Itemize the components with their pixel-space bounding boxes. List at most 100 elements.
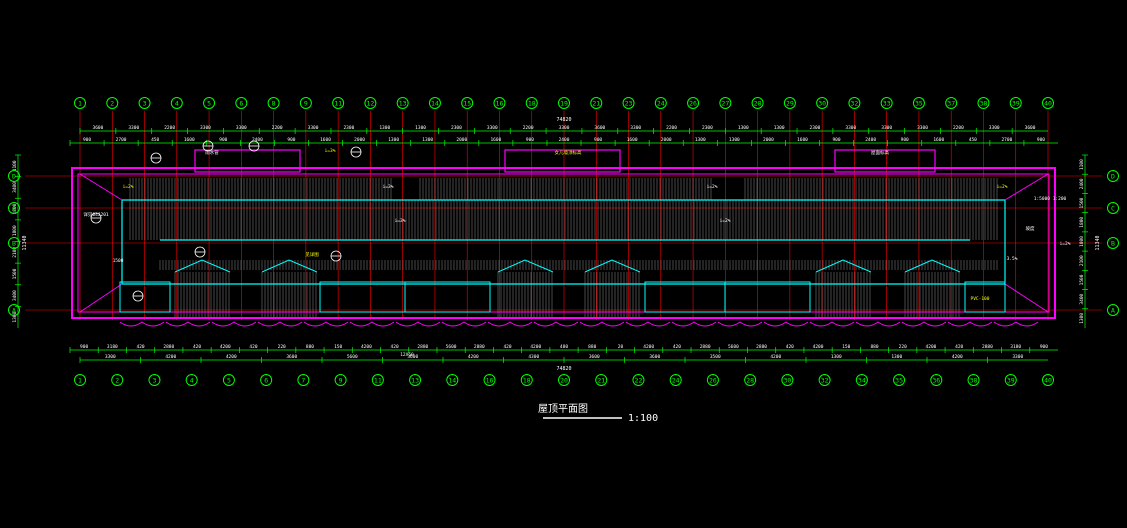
right-dim-label: 1800 <box>1079 217 1085 228</box>
balcony-box <box>964 281 1006 313</box>
top-dim-row1-label: 1300 <box>738 125 749 131</box>
top-axis-bubble-32-label: 32 <box>850 100 858 108</box>
bottom-dim-row2-label: 3600 <box>649 354 660 360</box>
top-dim-row1-label: 3600 <box>93 125 104 131</box>
top-axis-bubble-29-circle <box>783 97 796 109</box>
top-axis-bubble-11-label: 11 <box>334 100 342 108</box>
overall-dimension-bottom: 74820 <box>556 366 571 372</box>
top-dim-row2-label: 900 <box>219 137 227 143</box>
hip-line <box>1004 173 1049 201</box>
stair-tower-ridge <box>174 259 231 273</box>
annotation-13: 屋面标高 <box>871 149 889 156</box>
bottom-dim-row1-label: 420 <box>391 344 399 350</box>
bottom-dim-row2-label: 3500 <box>710 354 721 360</box>
bottom-dim-row1-label: 420 <box>786 344 794 350</box>
stair-tower-ridge <box>904 259 961 273</box>
bottom-axis-bubble-39-circle <box>1004 374 1017 386</box>
top-axis-bubble-12-circle <box>364 97 377 109</box>
top-axis-bubble-28-circle <box>751 97 764 109</box>
top-dim-row1-label: 1300 <box>415 125 426 131</box>
bottom-axis-bubble-30-circle <box>781 374 794 386</box>
bottom-dim-row1-label: 150 <box>334 344 342 350</box>
north-bay <box>194 149 301 173</box>
right-axis-bubble-B-circle <box>1107 237 1119 249</box>
balcony-edge <box>855 321 901 327</box>
right-axis-bubble-A-label: A <box>1111 307 1115 315</box>
bottom-axis-bubble-22-circle <box>632 374 645 386</box>
hip-line <box>79 173 123 201</box>
bottom-dim-row1-label: 5600 <box>728 344 739 350</box>
bottom-dim-row1-label: 220 <box>278 344 286 350</box>
top-axis-bubble-21-circle <box>590 97 603 109</box>
left-dim-label: 3400 <box>12 182 18 193</box>
left-dim-label: 2100 <box>12 247 18 258</box>
bottom-axis-bubble-40-label: 40 <box>1044 377 1052 385</box>
stair-tower-ridge <box>497 259 554 273</box>
bottom-axis-bubble-4-label: 4 <box>190 377 194 385</box>
top-axis-bubble-9-label: 9 <box>304 100 308 108</box>
bottom-dim-row1-label: 900 <box>1040 344 1048 350</box>
top-dim-row1-label: 2200 <box>953 125 964 131</box>
bottom-dim-row2-label: 4200 <box>952 354 963 360</box>
balcony-box <box>724 281 811 313</box>
bottom-dim-row2-label: 4200 <box>165 354 176 360</box>
top-dim-row1-label: 3600 <box>594 125 605 131</box>
bottom-axis-bubble-26-label: 26 <box>709 377 717 385</box>
bottom-axis-bubble-11-circle <box>371 374 384 386</box>
top-axis-bubble-26-circle <box>687 97 700 109</box>
bottom-dim-row1-label: 420 <box>503 344 511 350</box>
top-dim-row2-label: 2400 <box>252 137 263 143</box>
bottom-dim-row2-label: 3600 <box>589 354 600 360</box>
bottom-dim-row1-label: 4200 <box>926 344 937 350</box>
left-axis-bubble-C-label: C <box>12 205 16 213</box>
stair-tower-ridge <box>584 259 641 273</box>
annotation-3: i=2% <box>997 184 1008 190</box>
top-axis-bubble-23-circle <box>622 97 635 109</box>
top-axis-bubble-4-label: 4 <box>175 100 179 108</box>
top-dim-row2-label: 900 <box>594 137 602 143</box>
right-dim-label: 1800 <box>1079 236 1085 247</box>
bottom-dim-row1-label: 4200 <box>361 344 372 350</box>
balcony-edge <box>947 321 993 327</box>
stair-tower-ridge <box>261 259 318 273</box>
top-axis-bubble-29-label: 29 <box>786 100 794 108</box>
right-overall-dimension: 11340 <box>1095 235 1101 250</box>
annotation-16: 详见04J201 <box>83 211 109 218</box>
balcony-edge <box>993 321 1039 327</box>
top-dim-row2-label: 900 <box>83 137 91 143</box>
bottom-dim-row2-label: 1300 <box>831 354 842 360</box>
bottom-axis-bubble-21-label: 21 <box>597 377 605 385</box>
left-overall-dimension: 11340 <box>22 235 28 250</box>
hip-line <box>1004 283 1049 313</box>
bottom-axis-bubble-6-circle <box>260 374 273 386</box>
bottom-dim-row2-label: 5600 <box>347 354 358 360</box>
top-dim-row1-label: 3300 <box>200 125 211 131</box>
top-axis-bubble-16-label: 16 <box>496 100 504 108</box>
top-dim-row1-label: 3300 <box>487 125 498 131</box>
top-dim-row2-label: 1600 <box>184 137 195 143</box>
left-dim-label: 3400 <box>12 290 18 301</box>
left-dim-label: 1500 <box>12 268 18 279</box>
balcony-edge <box>395 321 441 327</box>
top-axis-bubble-13-circle <box>396 97 409 109</box>
top-dim-row1-label: 3300 <box>128 125 139 131</box>
roof-outline <box>71 149 1056 327</box>
bottom-axis-bubble-9-circle <box>334 374 347 386</box>
bottom-axis-bubble-30-label: 30 <box>783 377 791 385</box>
balcony-edge <box>257 321 303 327</box>
bottom-dim-row1-label: 4200 <box>530 344 541 350</box>
top-axis-bubble-18-label: 18 <box>528 100 536 108</box>
bottom-dim-row1-label: 420 <box>955 344 963 350</box>
bottom-axis-bubble-16-label: 16 <box>486 377 494 385</box>
top-axis-bubble-6-circle <box>235 97 248 109</box>
top-dim-row2-label: 1600 <box>933 137 944 143</box>
bottom-dim-row2-label: 4200 <box>468 354 479 360</box>
top-axis-bubble-8-label: 8 <box>272 100 276 108</box>
top-axis-bubble-5-circle <box>203 97 216 109</box>
bottom-axis-bubble-24-circle <box>669 374 682 386</box>
top-axis-bubble-28-label: 28 <box>754 100 762 108</box>
top-dim-row1-label: 3300 <box>917 125 928 131</box>
annotation-7: i=2% <box>1060 241 1071 247</box>
top-dim-row1-label: 2300 <box>702 125 713 131</box>
